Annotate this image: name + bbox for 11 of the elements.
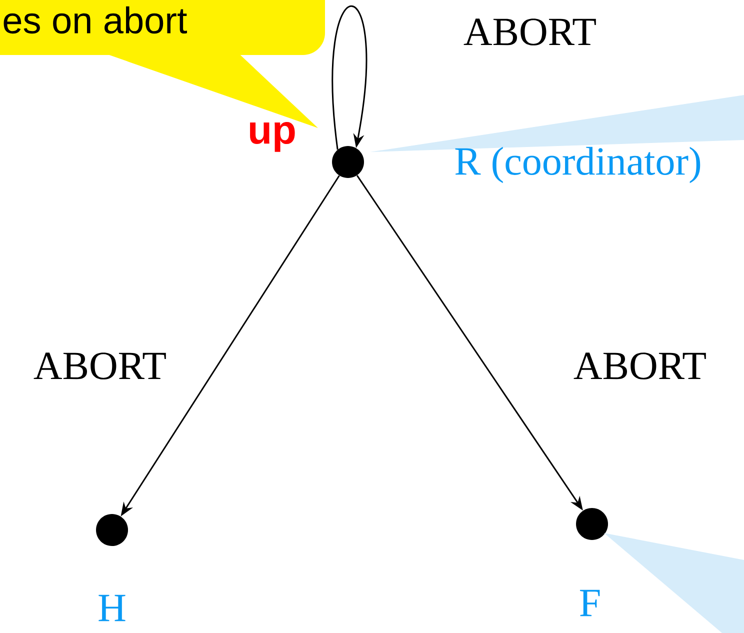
callout-tail xyxy=(604,533,744,633)
dot xyxy=(576,508,608,540)
node-label: H xyxy=(98,594,126,622)
dot xyxy=(96,514,128,546)
arrow xyxy=(332,6,368,150)
edge-label: ABORT xyxy=(32,352,168,380)
edge-label: ABORT xyxy=(572,352,708,380)
node-label: F xyxy=(580,590,600,616)
node-label: R (coordinator) xyxy=(455,146,700,184)
dot xyxy=(332,146,364,178)
edge-label: ABORT xyxy=(462,18,598,46)
